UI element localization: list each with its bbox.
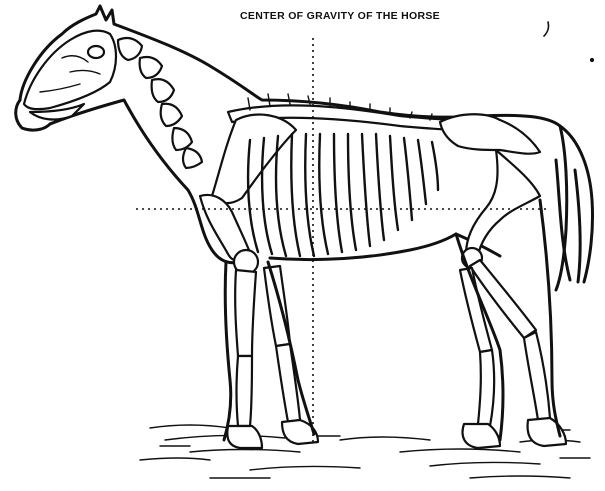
ground-shadow [140, 425, 590, 478]
scapula [212, 115, 296, 204]
neck-vertebrae [118, 38, 202, 168]
rib-cage [248, 134, 438, 256]
paper-specks [544, 22, 594, 62]
pelvis [440, 114, 540, 153]
front-legs [224, 262, 318, 448]
hind-legs [456, 150, 566, 448]
